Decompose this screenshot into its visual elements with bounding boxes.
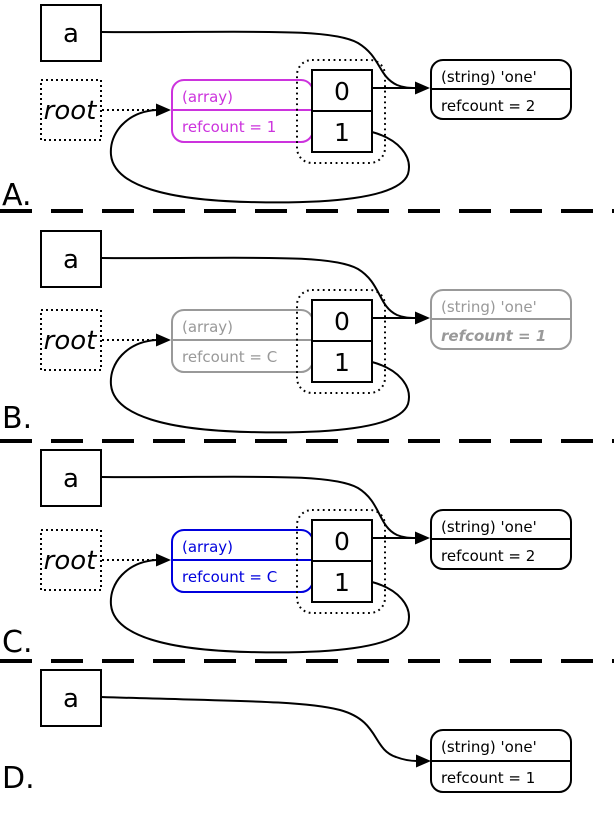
string-type-label: (string) 'one' [441,518,537,536]
string-refcount-label: refcount = 1 [441,769,535,787]
string-type-label: (string) 'one' [441,68,537,86]
string-zval-box [430,729,572,793]
variable-label: a [63,684,79,714]
root-label: root [44,96,98,126]
string-zval-text: (string) 'one' refcount = 1 [441,738,537,787]
variable-box [40,449,102,507]
cell1-label: 1 [334,568,350,597]
string-refcount-label: refcount = 2 [441,547,535,565]
array-refcount-label: refcount = C [182,348,277,366]
array-arrowhead [156,103,171,117]
array-zval-text: (array) refcount = 1 [182,88,276,136]
string-zval-box [430,509,572,570]
variable-label: a [63,19,79,49]
var-a-to-string-curve [100,30,417,89]
array-contents-dotted-outline [296,59,386,164]
root-label: root [44,546,98,576]
cell1-loop-to-array-curve [109,109,410,204]
panel-c-label: C. [2,625,32,660]
array-zval-box [171,79,314,143]
panel-c: a root (array) refcount = C 0 1 (string)… [2,449,572,660]
root-label: root [44,326,98,356]
cell1-label: 1 [334,118,350,147]
string-zval-box [430,59,572,120]
variable-label: a [63,464,79,494]
array-zval-text: (array) refcount = C [182,318,277,366]
root-box [40,529,102,591]
variable-label: a [63,245,79,275]
string-type-label: (string) 'one' [441,738,537,756]
panel-b: a root (array) refcount = C 0 1 (string)… [2,230,572,436]
variable-box [40,4,102,62]
string-zval-text: (string) 'one' refcount = 2 [441,518,537,565]
panel-a-label: A. [2,178,32,213]
cell1-loop-to-array-curve [109,339,410,434]
string-arrowhead [416,754,431,768]
cell1-loop-to-array-curve [109,559,410,654]
variable-box [40,230,102,288]
array-arrowhead [156,553,171,567]
array-type-label: (array) [182,88,233,106]
array-contents-dotted-outline [296,289,386,394]
string-refcount-label: refcount = 2 [441,97,535,115]
var-a-to-string-curve [100,696,418,762]
panel-b-label: B. [2,401,32,436]
cell0-label: 0 [334,77,350,106]
array-type-label: (array) [182,538,233,556]
string-zval-text: (string) 'one' refcount = 2 [441,68,537,115]
array-refcount-label: refcount = C [182,568,277,586]
var-a-to-string-curve [100,475,417,539]
string-arrowhead [415,311,430,325]
string-arrowhead [415,531,430,545]
array-zval-text: (array) refcount = C [182,538,277,586]
string-arrowhead [415,81,430,95]
var-a-to-string-curve [100,256,417,319]
string-zval-text: (string) 'one' refcount = 1 [441,298,546,345]
variable-box [40,669,102,727]
root-box [40,309,102,371]
panel-d: a (string) 'one' refcount = 1 D. [2,669,572,796]
cell1-label: 1 [334,348,350,377]
string-zval-box [430,289,572,350]
panel-a: a root (array) refcount = 1 0 1 (string)… [2,4,572,213]
array-refcount-label: refcount = 1 [182,118,276,136]
array-contents-dotted-outline [296,509,386,614]
array-type-label: (array) [182,318,233,336]
panel-d-label: D. [2,761,35,796]
string-refcount-label: refcount = 1 [441,327,546,345]
cell0-label: 0 [334,307,350,336]
array-zval-box [171,529,314,593]
cell0-label: 0 [334,527,350,556]
string-type-label: (string) 'one' [441,298,537,316]
root-box [40,79,102,141]
array-arrowhead [156,333,171,347]
